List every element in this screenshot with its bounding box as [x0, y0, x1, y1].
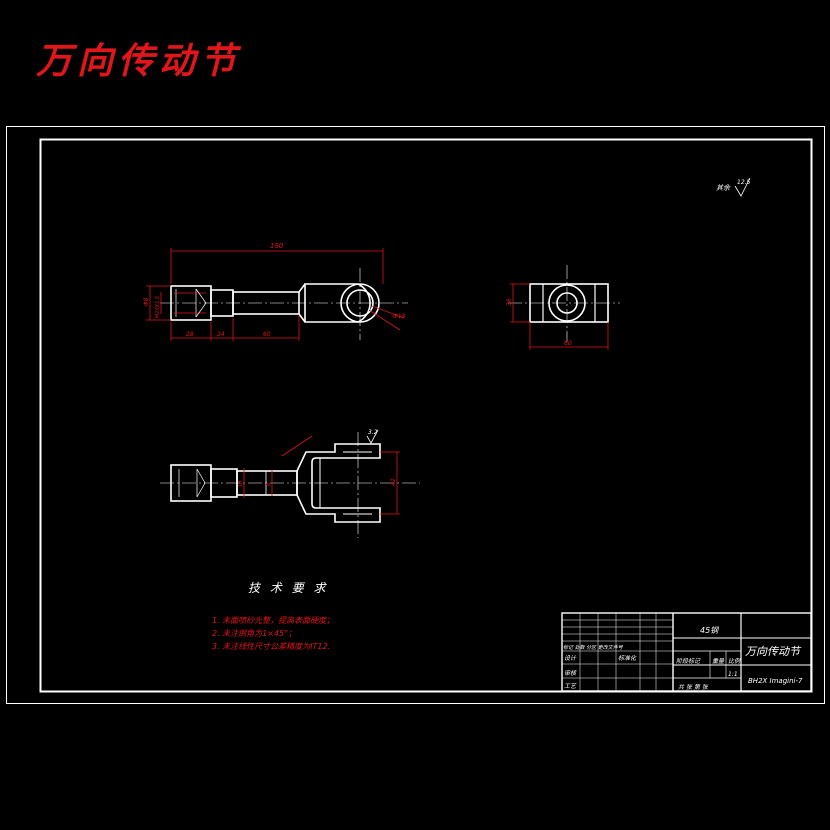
tb-sheet-info: 共 张 第 张 — [678, 683, 709, 691]
tb-weight: 重量 — [712, 658, 725, 665]
dim-thread-text: M10X1.5 — [155, 296, 161, 318]
eye-bore — [346, 289, 374, 317]
tb-reviewer: 审核 — [564, 669, 577, 677]
roughness-symbol — [734, 177, 751, 197]
dim-hex-text: Φ8 — [143, 297, 150, 306]
tech-requirements: 技 术 要 求 1. 未面喷砂光整，提高表面硬度； 2. 未注倒角为1×45°；… — [212, 581, 334, 651]
tb-material: 45钢 — [700, 626, 719, 635]
tech-heading: 技 术 要 求 — [248, 581, 328, 595]
tb-stage-marker: 阶段标记 — [676, 657, 701, 665]
title-block: 45钢 万向传动节 标记 处数 分区 更改文件号 设计 标准化 审核 工艺 阶段… — [561, 612, 812, 692]
tb-drawing-number: BH2X Imagini-7 — [748, 677, 803, 685]
end-view: 60 36 — [506, 265, 620, 350]
top-view: 42 18 8 3.2 — [160, 429, 420, 538]
roughness-value: 12.5 — [737, 179, 751, 186]
tech-item-2: 2. 未注倒角为1×45°； — [212, 629, 296, 638]
dim-fork-2-text: 8 — [266, 483, 272, 486]
inner-border — [39, 138, 813, 693]
dim-end-width-text: 60 — [564, 340, 572, 347]
roughness-prefix: 其余 — [716, 184, 731, 192]
tb-part-name: 万向传动节 — [745, 645, 802, 658]
drawing-title: 万向传动节 — [36, 40, 242, 82]
tech-item-1: 1. 未面喷砂光整，提高表面硬度； — [212, 616, 334, 625]
dim-fork-1-text: 18 — [238, 481, 244, 487]
tb-change-row: 标记 处数 分区 更改文件号 — [563, 644, 624, 651]
shank-2 — [232, 291, 300, 315]
dim-overall-text: 190 — [270, 242, 284, 250]
dim-shank2-text: 24 — [217, 331, 225, 338]
roughness-note: 其余 12.5 — [716, 177, 751, 197]
fork-body — [296, 443, 381, 523]
dim-shank1-text: 28 — [186, 331, 194, 338]
outer-border — [6, 126, 825, 704]
dim-shank3-text: 60 — [263, 331, 271, 338]
tb-scale: 比例 — [728, 657, 741, 665]
dim-bore-text: Φ18 — [393, 313, 406, 320]
tb-process: 工艺 — [564, 682, 577, 690]
dim-end-height-text: 36 — [506, 298, 513, 306]
tech-item-3: 3. 未注线性尺寸公差精度为IT12. — [212, 642, 330, 651]
tb-standardization: 标准化 — [618, 654, 637, 662]
end-block — [529, 283, 609, 323]
eye-outer — [340, 283, 380, 323]
tb-designer: 设计 — [564, 654, 577, 662]
dim-fork-width-text: 42 — [390, 478, 397, 486]
fork-roughness-text: 3.2 — [368, 429, 378, 436]
front-view: 190 Φ8 M10X1.5 28 24 60 Φ18 — [143, 242, 408, 341]
tb-scale-value: 1:1 — [728, 671, 738, 678]
